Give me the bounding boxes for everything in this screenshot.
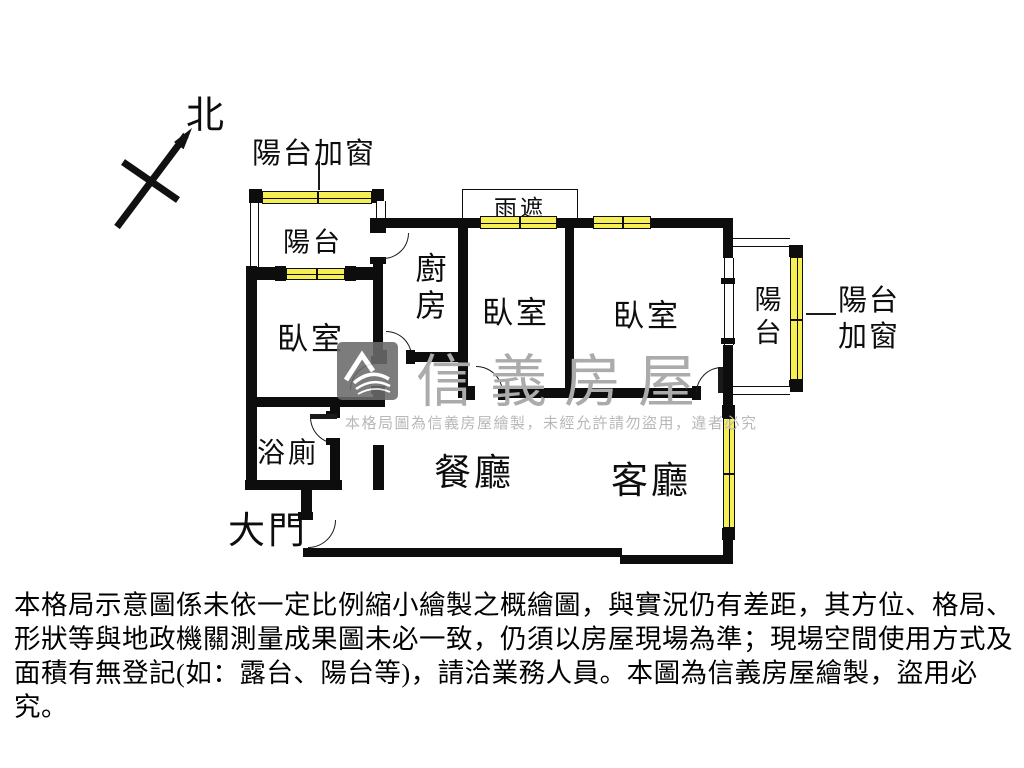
bedroom3-window bbox=[593, 216, 651, 229]
bedroom3-label: 臥室 bbox=[613, 298, 681, 334]
balcony-top-label: 陽台 bbox=[283, 227, 343, 258]
watermark-notice: 本格局圖為信義房屋繪製，未經允許請勿盜用，違者必究 bbox=[345, 415, 758, 432]
window-end-cap bbox=[722, 528, 735, 540]
door-jamb bbox=[326, 438, 340, 445]
window-end-cap bbox=[345, 266, 356, 281]
disclaimer-line-2: 形狀等與地政機關測量成果圖未必一致，仍須以房屋現場為準；現場空間使用方式及 bbox=[14, 624, 1013, 654]
disclaimer-line-1: 本格局示意圖係未依一定比例縮小繪製之概繪圖，與實況仍有差距，其方位、格局、 bbox=[14, 590, 1013, 620]
wall-segment bbox=[330, 405, 340, 415]
living-label: 客廳 bbox=[611, 461, 691, 502]
window-end-cap bbox=[275, 266, 286, 281]
balcony-added-window-right bbox=[790, 257, 803, 380]
balcony-window-right-label: 陽台 加窗 bbox=[838, 283, 900, 355]
balcony-railing-wall bbox=[250, 192, 259, 270]
wall-segment bbox=[723, 539, 733, 561]
bedroom1-label: 臥室 bbox=[277, 321, 345, 357]
wall-segment bbox=[723, 218, 733, 258]
balcony-railing-wall bbox=[733, 386, 790, 395]
window-end-cap bbox=[372, 189, 384, 203]
wall-segment bbox=[373, 445, 384, 490]
bathroom-label: 浴廁 bbox=[256, 438, 320, 469]
railing-wall bbox=[376, 201, 386, 219]
balcony-railing-wall bbox=[733, 238, 790, 247]
wall-segment bbox=[246, 266, 257, 490]
main-door-label: 大門 bbox=[228, 511, 308, 552]
window-end-cap bbox=[789, 245, 803, 257]
wall-segment bbox=[245, 480, 342, 490]
wall-segment bbox=[330, 443, 340, 490]
bedroom2-label: 臥室 bbox=[482, 295, 550, 331]
bedroom1-window bbox=[286, 268, 345, 280]
wall-segment bbox=[410, 352, 463, 362]
living-room-window bbox=[723, 418, 735, 528]
door-jamb bbox=[692, 386, 701, 400]
wall-segment bbox=[373, 218, 383, 232]
wall-segment bbox=[723, 345, 733, 408]
window-end-cap bbox=[789, 380, 803, 392]
wall-segment bbox=[620, 555, 733, 564]
balcony-window-top-label: 陽台加窗 bbox=[252, 138, 377, 170]
balcony-window-right-line2: 加窗 bbox=[838, 321, 901, 353]
watermark-brand: 信義房屋 bbox=[416, 350, 712, 414]
bedroom2-window bbox=[480, 216, 557, 229]
window-sill-mark bbox=[721, 338, 735, 344]
wall-segment bbox=[301, 480, 312, 518]
wall-segment bbox=[500, 388, 696, 398]
leader-line bbox=[806, 313, 836, 315]
window-sill-mark bbox=[721, 278, 735, 284]
wall-segment bbox=[565, 218, 574, 398]
door-leaf bbox=[310, 414, 337, 419]
balcony-added-window bbox=[262, 191, 372, 204]
balcony-window-right-line1: 陽台 bbox=[838, 285, 901, 317]
balcony-right-label: 陽台 bbox=[750, 285, 781, 351]
wall-segment bbox=[303, 548, 622, 557]
north-arrow-icon bbox=[114, 128, 192, 230]
wall-segment bbox=[373, 258, 383, 354]
sinyi-logo-icon bbox=[337, 342, 398, 400]
north-label: 北 bbox=[186, 95, 225, 137]
window-end-cap bbox=[249, 189, 262, 203]
dining-label: 餐廳 bbox=[434, 453, 514, 494]
kitchen-label: 廚房 bbox=[410, 252, 446, 326]
disclaimer-line-3: 面積有無登記(如：露台、陽台等)，請洽業務人員。本圖為信義房屋繪製，盜用必究。 bbox=[14, 658, 978, 722]
door-jamb bbox=[370, 226, 386, 233]
door-jamb bbox=[466, 386, 475, 400]
main-door-arc bbox=[308, 520, 336, 548]
door-jamb bbox=[298, 512, 313, 520]
leader-line bbox=[318, 161, 320, 190]
wall-segment bbox=[458, 388, 470, 398]
door-leaf bbox=[718, 367, 723, 393]
wall-segment bbox=[356, 267, 374, 280]
sliding-window-wall bbox=[724, 258, 734, 345]
window-end-cap bbox=[722, 405, 735, 418]
wall-segment bbox=[247, 397, 385, 407]
wall-segment bbox=[458, 218, 468, 398]
disclaimer-text: 本格局示意圖係未依一定比例縮小繪製之概繪圖，與實況仍有差距，其方位、格局、 形狀… bbox=[14, 588, 1016, 724]
